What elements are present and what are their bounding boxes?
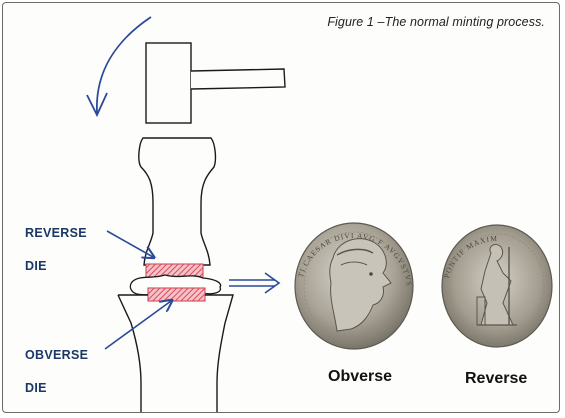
obverse-die-face bbox=[147, 287, 206, 302]
obverse-coin: TI CAESAR DIVI AVG F AVGVSTVS bbox=[294, 222, 414, 350]
obverse-die-pointer bbox=[104, 301, 171, 350]
figure-frame: TI CAESAR DIVI AVG F AVGVSTVS PONTIF MAX… bbox=[2, 2, 560, 413]
obverse-die-label-line1: OBVERSE bbox=[25, 348, 89, 362]
result-arrow bbox=[229, 272, 281, 294]
obverse-coin-label: Obverse bbox=[328, 368, 393, 385]
reverse-die-label-line2: DIE bbox=[25, 259, 47, 273]
hammer-handle bbox=[190, 68, 286, 90]
swing-arrow bbox=[86, 16, 152, 118]
reverse-die-label-line1: REVERSE bbox=[25, 226, 87, 240]
minting-diagram: TI CAESAR DIVI AVG F AVGVSTVS PONTIF MAX… bbox=[86, 16, 553, 412]
hammer-head bbox=[145, 42, 192, 124]
obverse-die-label-line2: DIE bbox=[25, 381, 47, 395]
hammer bbox=[145, 42, 286, 124]
reverse-die-pointer bbox=[106, 230, 153, 257]
obverse-die-anvil bbox=[117, 287, 234, 412]
reverse-die-punch bbox=[138, 137, 217, 279]
reverse-coin: PONTIF MAXIM bbox=[441, 224, 553, 348]
figure-caption: Figure 1 –The normal minting process. bbox=[327, 15, 545, 29]
reverse-coin-label: Reverse bbox=[465, 370, 528, 387]
